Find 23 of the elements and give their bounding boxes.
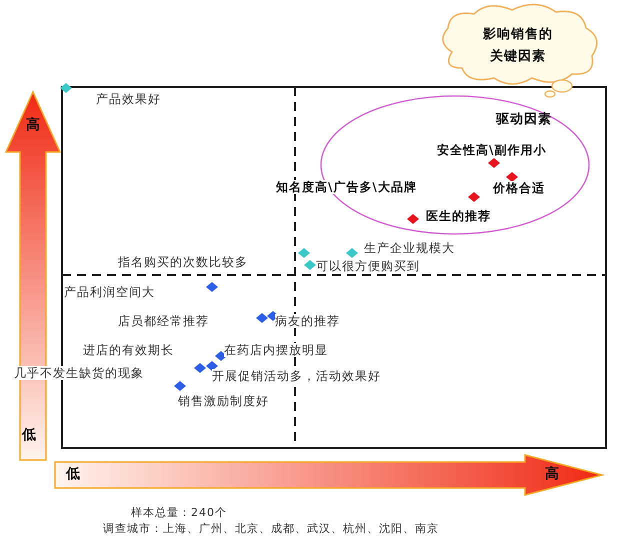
point-label: 病友的推荐	[275, 314, 340, 328]
point-label: 生产企业规模大	[364, 241, 455, 255]
point-label: 销售激励制度好	[178, 394, 269, 408]
axis-label: 低	[66, 467, 81, 481]
point-label: 产品利润空间大	[64, 285, 155, 299]
point-label: 指名购买的次数比较多	[118, 255, 248, 269]
point-label: 知名度高\广告多\大品牌	[276, 180, 417, 194]
group-label: 驱动因素	[496, 110, 552, 129]
point-label: 几乎不发生缺货的现象	[14, 366, 144, 380]
point-label: 产品效果好	[96, 92, 161, 106]
point-label: 可以很方便购买到	[316, 259, 420, 273]
axis-label: 高	[26, 118, 41, 132]
axis-label: 高	[545, 467, 560, 481]
point-label: 在药店内摆放明显	[224, 343, 328, 357]
point-label: 价格合适	[493, 181, 545, 195]
point-label: 进店的有效期长	[83, 343, 174, 357]
point-label: 店员都经常推荐	[118, 314, 209, 328]
note-text: 样本总量：240个	[131, 506, 227, 520]
point-label: 医生的推荐	[426, 209, 491, 223]
point-label: 安全性高\副作用小	[437, 143, 546, 157]
point-label: 开展促销活动多，活动效果好	[212, 369, 381, 383]
note-text: 调查城市：上海、广州、北京、成都、武汉、杭州、沈阳、南京	[103, 522, 439, 536]
axis-label: 低	[22, 428, 37, 442]
